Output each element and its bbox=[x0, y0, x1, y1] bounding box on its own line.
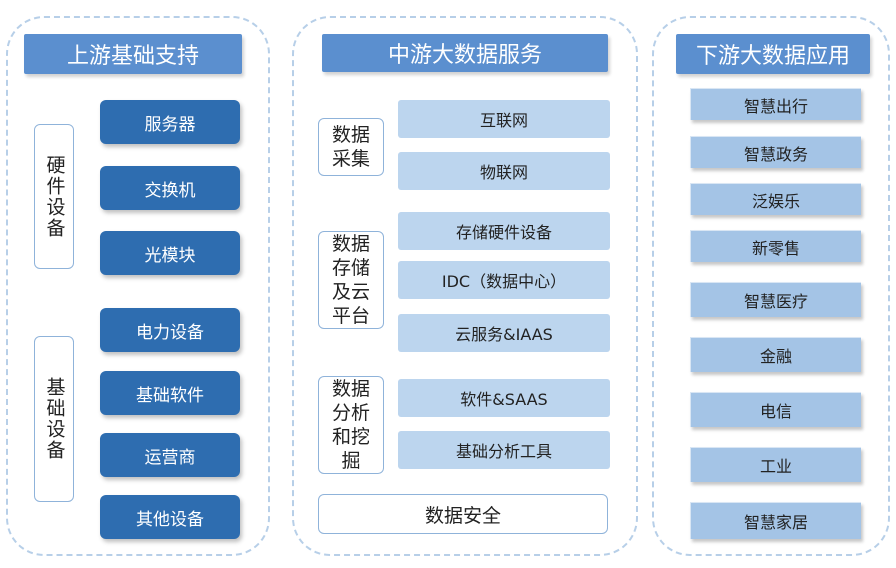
upstream-panel bbox=[6, 16, 270, 556]
group-label-data-storage-text: 数据存储及云平台 bbox=[331, 233, 370, 327]
midstream-item-software-saas: 软件&SAAS bbox=[398, 379, 610, 417]
downstream-item-smart-government: 智慧政务 bbox=[690, 136, 861, 168]
downstream-item-smart-medical: 智慧医疗 bbox=[690, 282, 861, 317]
downstream-item-telecom: 电信 bbox=[690, 392, 861, 427]
downstream-item-industry: 工业 bbox=[690, 447, 861, 482]
downstream-item-new-retail: 新零售 bbox=[690, 230, 861, 262]
group-label-data-collection: 数据采集 bbox=[318, 118, 384, 176]
downstream-item-entertainment: 泛娱乐 bbox=[690, 183, 861, 215]
midstream-item-idc: IDC（数据中心） bbox=[398, 261, 610, 299]
upstream-item-switch: 交换机 bbox=[100, 166, 240, 210]
group-label-basic-equipment: 基础设备 bbox=[34, 336, 74, 502]
midstream-item-cloud-iaas: 云服务&IAAS bbox=[398, 314, 610, 352]
downstream-item-smart-travel: 智慧出行 bbox=[690, 88, 861, 120]
downstream-panel bbox=[652, 16, 890, 556]
upstream-item-other-equipment: 其他设备 bbox=[100, 495, 240, 539]
midstream-item-storage-hardware: 存储硬件设备 bbox=[398, 212, 610, 250]
midstream-title: 中游大数据服务 bbox=[322, 34, 608, 72]
group-label-data-analysis: 数据分析和挖掘 bbox=[318, 376, 384, 474]
midstream-item-internet: 互联网 bbox=[398, 100, 610, 138]
upstream-item-server: 服务器 bbox=[100, 100, 240, 144]
data-security-box: 数据安全 bbox=[318, 494, 608, 534]
downstream-item-smart-home: 智慧家居 bbox=[690, 502, 861, 539]
downstream-item-finance: 金融 bbox=[690, 337, 861, 372]
upstream-item-operator: 运营商 bbox=[100, 433, 240, 477]
group-label-hardware: 硬件设备 bbox=[34, 124, 74, 269]
midstream-panel bbox=[292, 16, 638, 556]
upstream-item-basic-software: 基础软件 bbox=[100, 371, 240, 415]
downstream-title: 下游大数据应用 bbox=[676, 34, 870, 74]
midstream-item-iot: 物联网 bbox=[398, 152, 610, 190]
upstream-item-power-equipment: 电力设备 bbox=[100, 308, 240, 352]
midstream-item-analysis-tools: 基础分析工具 bbox=[398, 431, 610, 469]
upstream-item-optical-module: 光模块 bbox=[100, 231, 240, 275]
upstream-title: 上游基础支持 bbox=[24, 34, 242, 74]
group-label-data-storage: 数据存储及云平台 bbox=[318, 231, 384, 329]
group-label-data-collection-text: 数据采集 bbox=[331, 124, 370, 170]
group-label-data-analysis-text: 数据分析和挖掘 bbox=[331, 378, 370, 472]
